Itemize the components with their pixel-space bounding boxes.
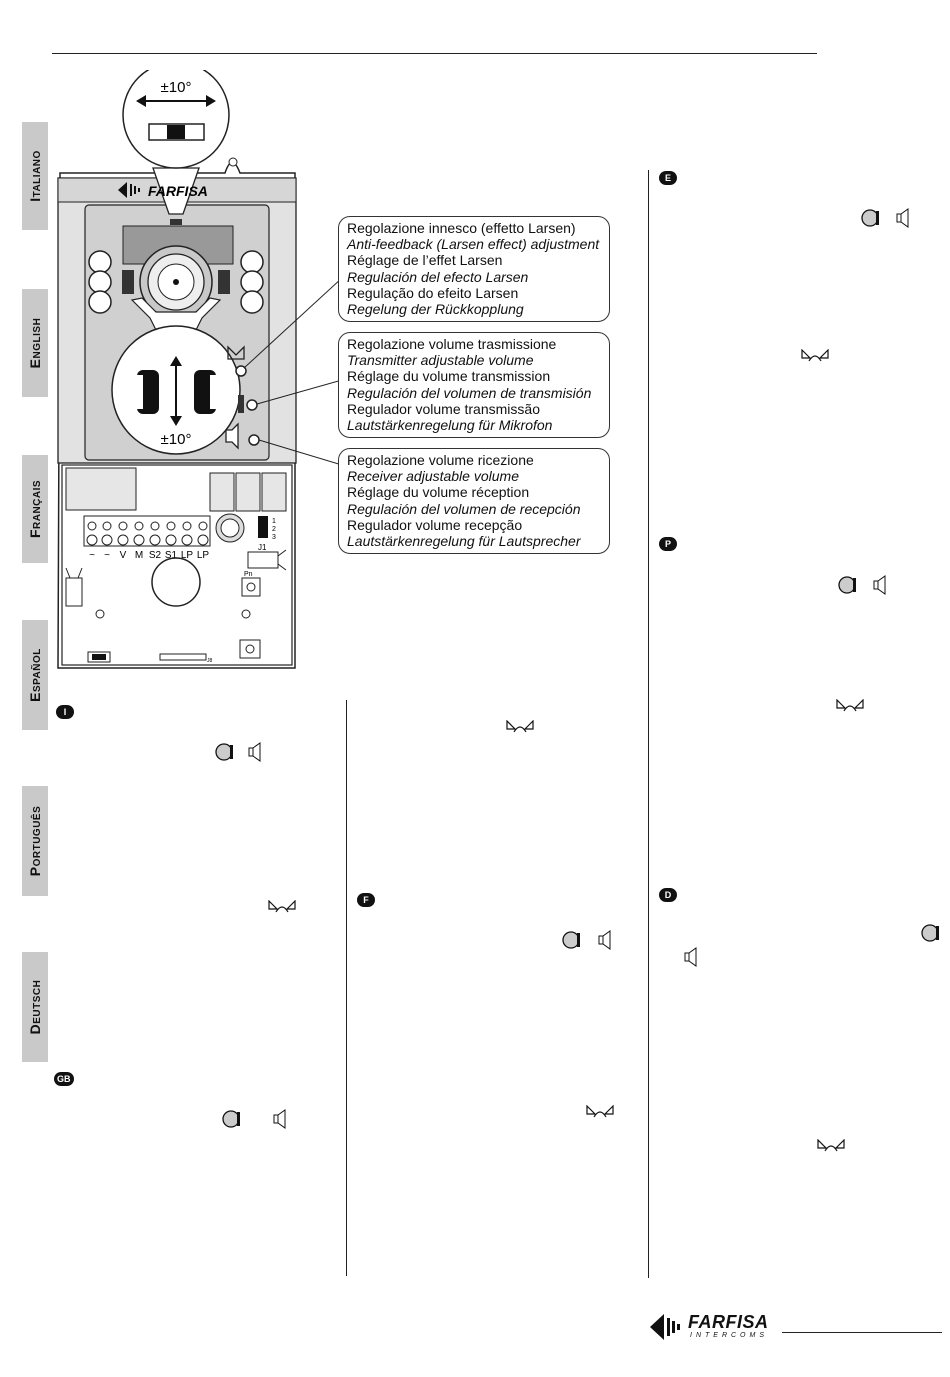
side-tab-english: English — [22, 289, 48, 397]
side-tab-label: Deutsch — [27, 979, 43, 1035]
callout-larsen: Regolazione innesco (effetto Larsen) Ant… — [338, 216, 610, 322]
callout-line: Lautstärkenregelung für Mikrofon — [347, 417, 553, 434]
side-tab-deutsch: Deutsch — [22, 952, 48, 1062]
callout-line: Regulador volume transmissão — [347, 400, 540, 417]
callout-line: Regulação do efeito Larsen — [347, 284, 519, 301]
side-tab-espanol: Español — [22, 620, 48, 730]
terminal-label: LP — [181, 550, 194, 561]
larsen-icon — [817, 1139, 845, 1152]
badge-gb: GB — [54, 1072, 74, 1086]
callout-line: Transmitter adjustable volume — [347, 352, 534, 369]
callout-line: Regelung der Rückkopplung — [347, 301, 524, 318]
callout-line: Regulación del efecto Larsen — [347, 268, 529, 285]
speaker-icon — [598, 930, 611, 950]
larsen-icon — [836, 699, 864, 712]
header-rule — [52, 53, 817, 55]
callout-line: Regolazione volume ricezione — [347, 452, 534, 468]
badge-i: I — [56, 705, 74, 719]
side-tab-label: Português — [27, 805, 43, 877]
microphone-icon — [838, 576, 856, 594]
callout-line: Anti-feedback (Larsen effect) adjustment — [347, 236, 600, 253]
side-tab-francais: Français — [22, 455, 48, 563]
terminal-label: V — [120, 550, 127, 561]
device-brand: FARFISA — [148, 183, 208, 199]
callout-receiver: Regolazione volume ricezione Receiver ad… — [338, 448, 610, 554]
side-tab-label: Español — [27, 648, 43, 702]
callout-line: Regulación del volumen de recepción — [347, 500, 581, 517]
terminal-label: M — [135, 550, 143, 561]
device-diagram: ±10° ±10° ~ ~ V M S2 S1 LP LP — [57, 70, 342, 669]
speaker-icon — [248, 742, 261, 762]
larsen-icon — [268, 900, 296, 913]
jumper-pin-label: 1 — [272, 518, 276, 525]
larsen-icon — [801, 349, 829, 362]
side-tab-label: English — [27, 317, 43, 369]
terminal-label: ~ — [89, 550, 95, 561]
column-divider — [346, 700, 347, 1276]
badge-e: E — [659, 171, 677, 185]
larsen-icon — [506, 720, 534, 733]
zoom-bottom-label: ±10° — [161, 431, 192, 448]
footer-rule — [782, 1332, 942, 1334]
speaker-icon — [684, 947, 697, 967]
microphone-icon — [921, 924, 939, 942]
side-tab-label: Français — [27, 479, 43, 539]
jumper-pin-label: 2 — [272, 526, 276, 533]
badge-d: D — [659, 888, 677, 902]
terminal-label: LP — [197, 550, 210, 561]
jumper-pin-label: 3 — [272, 534, 276, 541]
column-divider — [648, 170, 649, 1278]
callout-line: Receiver adjustable volume — [347, 468, 519, 485]
badge-f: F — [357, 893, 375, 907]
farfisa-logo-icon — [650, 1314, 680, 1340]
callout-line: Regolazione innesco (effetto Larsen) — [347, 220, 576, 236]
callout-transmitter: Regolazione volume trasmissione Transmit… — [338, 332, 610, 438]
microphone-icon — [562, 931, 580, 949]
connector-label: J8 — [207, 658, 213, 664]
microphone-icon — [215, 743, 233, 761]
side-tab-label: Italiano — [27, 150, 43, 202]
speaker-icon — [273, 1109, 286, 1129]
microphone-icon — [861, 209, 879, 227]
callout-line: Réglage du volume transmission — [347, 368, 551, 385]
larsen-icon — [586, 1105, 614, 1118]
callout-line: Regulador volume recepção — [347, 516, 523, 533]
speaker-icon — [896, 208, 909, 228]
callout-line: Regolazione volume trasmissione — [347, 336, 557, 352]
callout-line: Regulación del volumen de transmisión — [347, 384, 592, 401]
footer-tagline: INTERCOMS — [690, 1332, 768, 1339]
microphone-icon — [222, 1110, 240, 1128]
callout-line: Réglage du volume réception — [347, 484, 530, 501]
jumper-label: J1 — [258, 543, 267, 552]
footer-logo: FARFISA INTERCOMS — [648, 1310, 948, 1346]
footer-brand: FARFISA — [688, 1312, 769, 1332]
callout-line: Lautstärkenregelung für Lautsprecher — [347, 533, 581, 550]
callout-line: Réglage de l’effet Larsen — [347, 252, 503, 269]
speaker-icon — [873, 575, 886, 595]
terminal-label: S2 — [149, 550, 162, 561]
button-label: Pn — [244, 571, 253, 578]
terminal-label: S1 — [165, 550, 178, 561]
farfisa-logo-icon — [118, 182, 140, 198]
side-tab-portugues: Português — [22, 786, 48, 896]
zoom-top-label: ±10° — [161, 79, 192, 96]
terminal-label: ~ — [104, 550, 110, 561]
side-tab-italiano: Italiano — [22, 122, 48, 230]
badge-p: P — [659, 537, 677, 551]
